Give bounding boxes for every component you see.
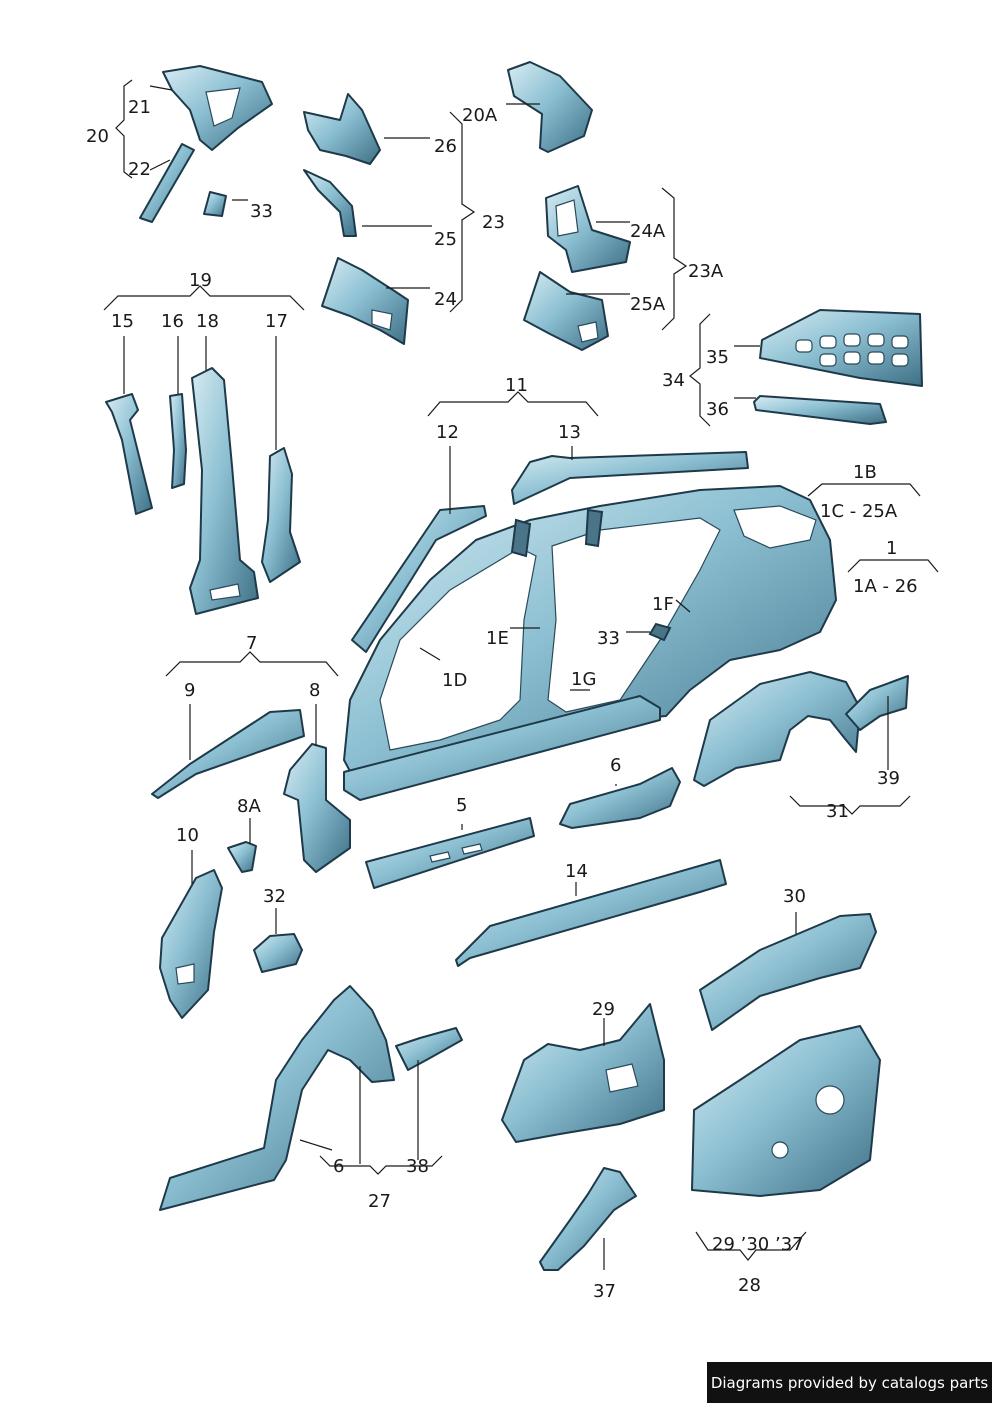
callout-1E: 1E <box>486 628 509 649</box>
part-13-roof-rail <box>511 451 749 505</box>
part-32-cover-cap <box>253 933 303 973</box>
callout-21: 21 <box>128 97 151 118</box>
callout-9: 9 <box>184 680 196 701</box>
callout-27: 27 <box>368 1191 391 1212</box>
part-30-rear-longitudinal-member <box>699 913 877 1031</box>
callout-19: 19 <box>189 270 212 291</box>
callout-32: 32 <box>263 886 286 907</box>
callout-1C-25A: 1C - 25A <box>820 501 898 522</box>
callout-29-30-37: 29 ’30 ’37 <box>712 1234 804 1255</box>
part-15-a-pillar-upper <box>105 393 153 515</box>
callout-33-top: 33 <box>250 201 273 222</box>
callout-24A: 24A <box>630 221 666 242</box>
part-6-inner-wheel-house <box>159 985 395 1211</box>
callout-33-middle: 33 <box>597 628 620 649</box>
part-39-wheel-arch-panel <box>845 675 909 731</box>
callout-29: 29 <box>592 999 615 1020</box>
part-35-rear-floor-panel <box>759 309 923 387</box>
callout-7: 7 <box>246 633 258 654</box>
part-1G-sill <box>343 695 661 801</box>
part-20A-rear-bracket <box>507 61 593 153</box>
part-10-inner-panel <box>159 869 223 1019</box>
part-38-reinforcement <box>395 1027 463 1071</box>
callout-39: 39 <box>877 768 900 789</box>
callout-17: 17 <box>265 311 288 332</box>
part-8A-clip <box>227 841 257 873</box>
part-25-curved-strip <box>303 169 357 237</box>
callout-30: 30 <box>783 886 806 907</box>
callout-10: 10 <box>176 825 199 846</box>
callout-5: 5 <box>456 795 468 816</box>
part-28-rear-quarter-assembly <box>691 1025 881 1197</box>
callout-28: 28 <box>738 1275 761 1296</box>
callout-8A: 8A <box>237 796 261 817</box>
part-36-rear-rail <box>753 395 887 425</box>
part-8-bracket <box>283 743 351 873</box>
callout-16: 16 <box>161 311 184 332</box>
callout-36: 36 <box>706 399 729 420</box>
part-31-wheel-housing <box>693 671 861 787</box>
callout-14: 14 <box>565 861 588 882</box>
callout-15: 15 <box>111 311 134 332</box>
callout-1B: 1B <box>853 462 877 483</box>
part-5-sill-reinforcement <box>365 817 535 889</box>
part-12-a-pillar-reinforcement <box>351 505 487 653</box>
part-22-pillar-strip <box>139 143 195 223</box>
callout-37: 37 <box>593 1281 616 1302</box>
callout-13: 13 <box>558 422 581 443</box>
callout-1G: 1G <box>571 669 597 690</box>
callout-18: 18 <box>196 311 219 332</box>
callout-6-bottom: 6 <box>333 1156 345 1177</box>
callout-25: 25 <box>434 229 457 250</box>
callout-1: 1 <box>886 538 898 559</box>
part-17-c-pillar <box>261 447 301 583</box>
callout-23: 23 <box>482 212 505 233</box>
callout-26: 26 <box>434 136 457 157</box>
callout-1A-26: 1A - 26 <box>853 576 918 597</box>
part-33-clip-panel <box>648 622 672 642</box>
part-33-small-clip <box>203 191 227 217</box>
callout-24: 24 <box>434 289 457 310</box>
callout-20: 20 <box>86 126 109 147</box>
part-18-b-pillar <box>189 367 259 615</box>
callout-8: 8 <box>309 680 321 701</box>
callout-35: 35 <box>706 347 729 368</box>
part-9-sill-extension <box>151 709 305 799</box>
callout-31: 31 <box>826 801 849 822</box>
callout-25A: 25A <box>630 294 666 315</box>
callout-1F: 1F <box>652 594 674 615</box>
callout-38: 38 <box>406 1156 429 1177</box>
part-16-pillar-strip <box>169 393 187 489</box>
part-29-rear-panel <box>501 1003 665 1143</box>
part-37-bracket <box>539 1167 637 1271</box>
credit-footer: Diagrams provided by catalogs parts <box>707 1362 992 1403</box>
callout-34: 34 <box>662 370 685 391</box>
part-14-side-member <box>455 859 727 967</box>
callout-11: 11 <box>505 375 528 396</box>
callout-20A: 20A <box>462 105 498 126</box>
part-6-rear-bracket <box>559 767 681 829</box>
callout-12: 12 <box>436 422 459 443</box>
callout-22: 22 <box>128 159 151 180</box>
part-26-bracket <box>303 93 381 165</box>
callout-6-middle: 6 <box>610 755 622 776</box>
part-24-inner-panel <box>321 257 409 345</box>
callout-1D: 1D <box>442 670 468 691</box>
callout-23A: 23A <box>688 261 724 282</box>
